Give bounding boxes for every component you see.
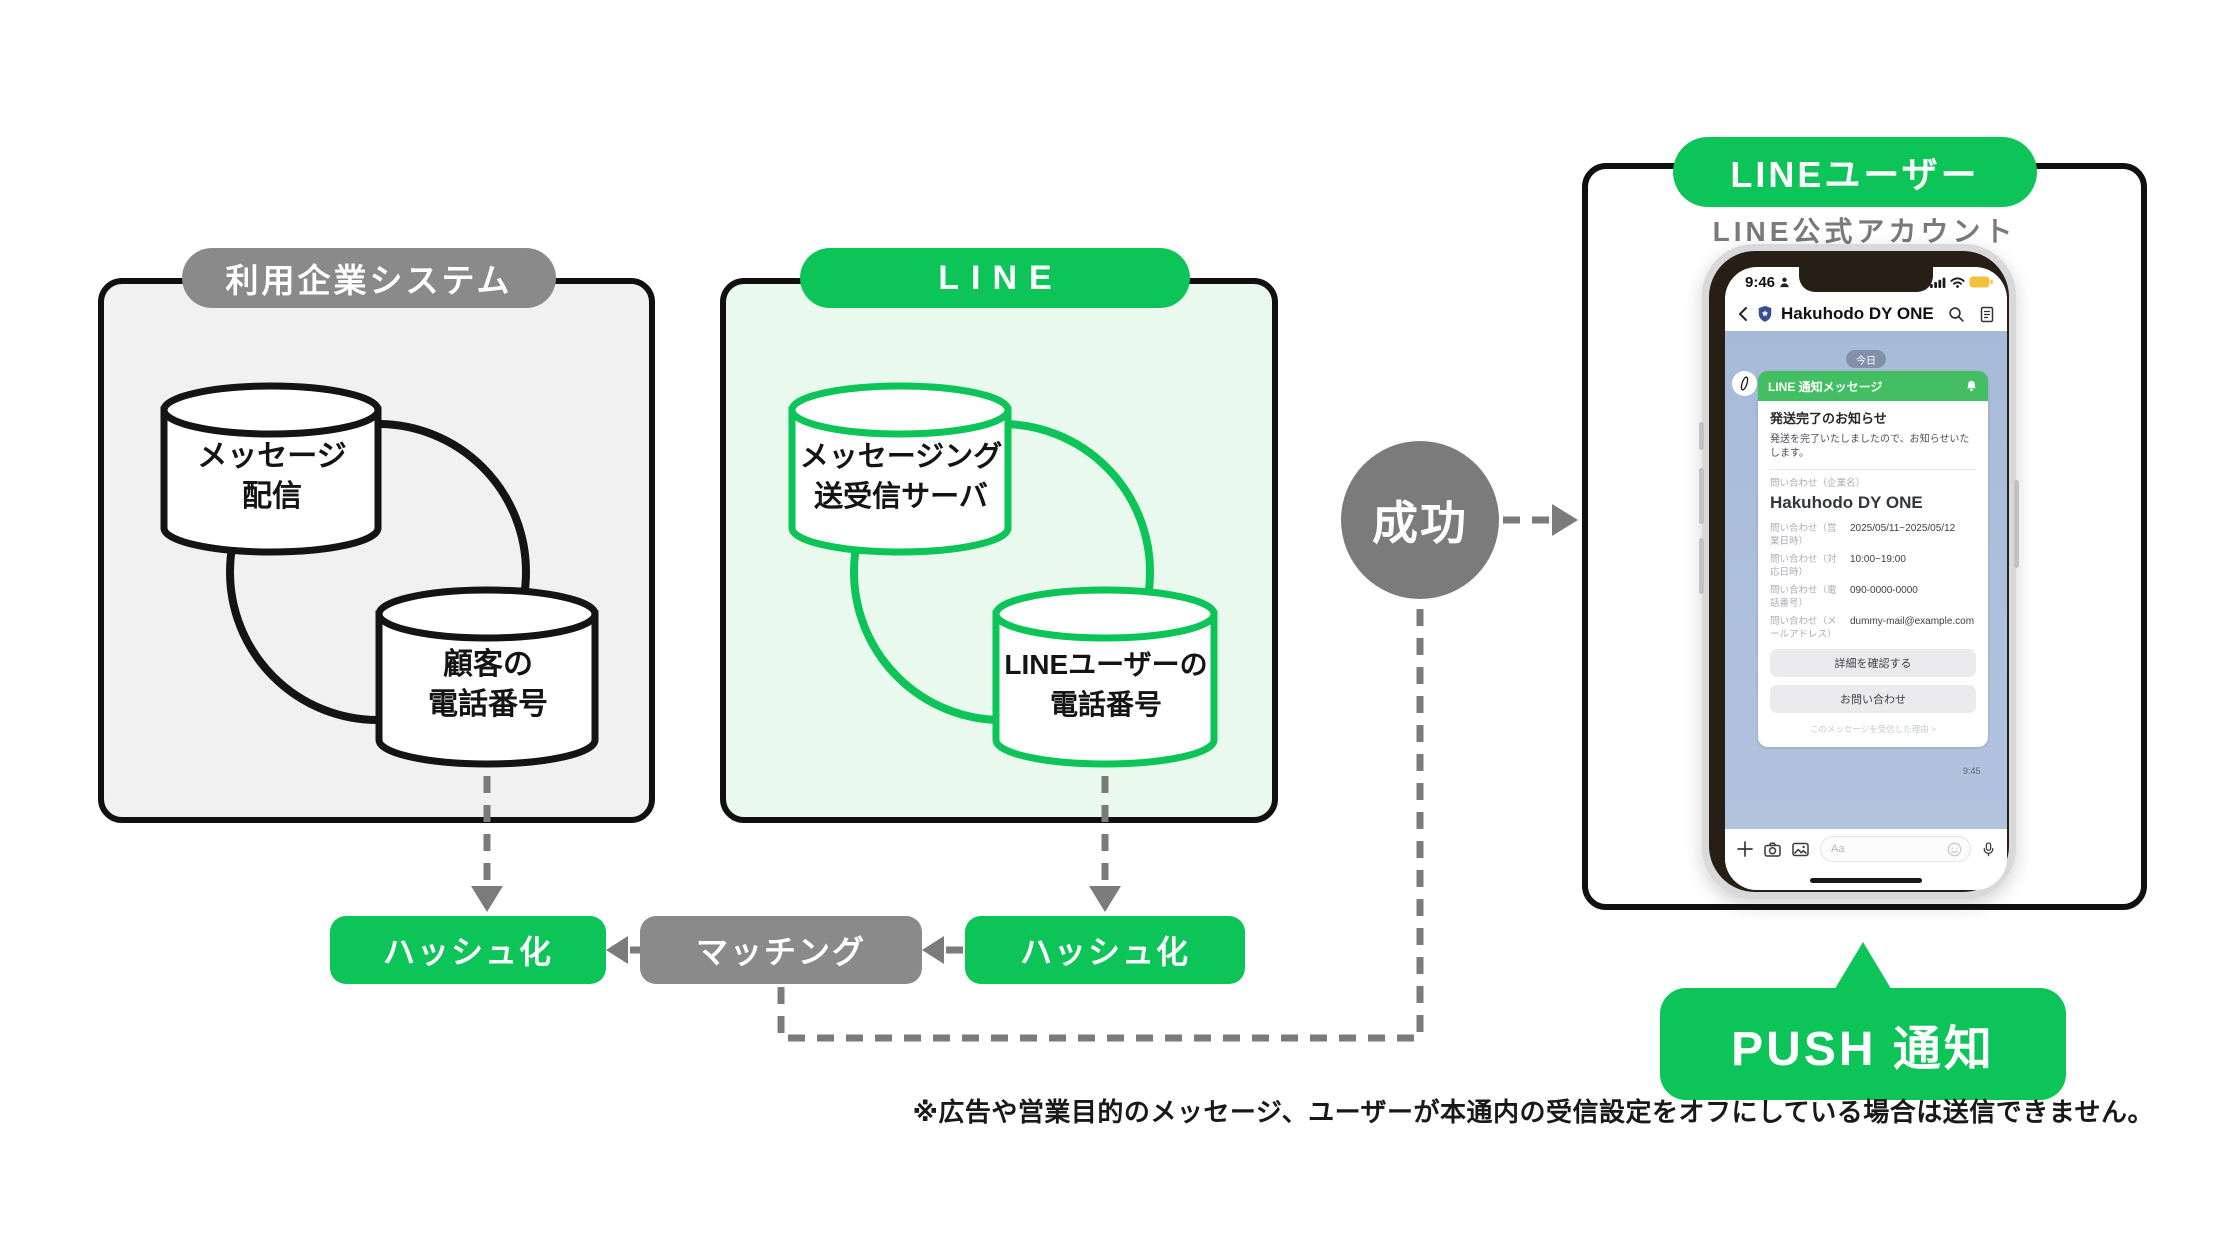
chat-input-bar: Aa	[1725, 829, 2007, 869]
hash-node-left: ハッシュ化	[330, 916, 606, 984]
chat-account-name: Hakuhodo DY ONE	[1781, 304, 1934, 323]
message-body-text: 発送を完了いたしましたので、お知らせいたします。	[1770, 434, 1970, 459]
row-label: 問い合わせ（営業日時）	[1770, 523, 1837, 547]
confirm-details-button[interactable]: 詳細を確認する	[1770, 649, 1976, 677]
row-value: dummy-mail@example.com	[1850, 616, 1975, 627]
person-icon	[1779, 277, 1790, 288]
message-card-header: LINE 通知メッセージ	[1758, 371, 1988, 401]
hash-node-right: ハッシュ化	[965, 916, 1245, 984]
cyl3-line2: 送受信サーバ	[814, 481, 988, 513]
row-value: 090-0000-0000	[1850, 585, 1918, 596]
cellular-signal-icon	[1930, 277, 1946, 288]
inquiry-detail-rows: 問い合わせ（営業日時） 2025/05/11~2025/05/12 問い合わせ（…	[1770, 522, 1976, 641]
verified-badge-icon	[1756, 305, 1774, 323]
matching-node: マッチング	[640, 916, 922, 984]
phone-power-button	[2014, 480, 2019, 568]
row-label: 問い合わせ（対応日時）	[1770, 554, 1837, 578]
cylinder-label-customer-phone: 顧客の 電話番号	[381, 645, 595, 725]
cyl1-line2: 配信	[242, 480, 302, 513]
phone-volume-down-button	[1699, 538, 1704, 594]
phone-mute-switch	[1699, 422, 1704, 450]
row-value: 2025/05/11~2025/05/12	[1850, 523, 1956, 534]
official-account-subtitle: LINE公式アカウント	[1712, 216, 2017, 247]
back-icon[interactable]	[1737, 306, 1749, 322]
phone-screen: 9:46	[1725, 267, 2007, 890]
why-received-link[interactable]: このメッセージを受信した理由 >	[1809, 724, 1937, 734]
line-pill: LINE	[800, 248, 1190, 308]
camera-icon[interactable]	[1764, 842, 1781, 857]
clock-text: 9:46	[1745, 274, 1776, 291]
company-system-box	[98, 278, 655, 823]
cylinder-label-messaging-server: メッセージング 送受信サーバ	[794, 437, 1008, 517]
line-system-box	[720, 278, 1278, 823]
push-bubble-pointer	[1833, 942, 1893, 992]
notification-message-card: LINE 通知メッセージ 発送完了のお知らせ 発送を完了いたしましたので、お知ら…	[1758, 371, 1988, 747]
line-user-pill: LINEユーザー	[1673, 137, 2037, 207]
push-notification-label: PUSH 通知	[1660, 988, 2066, 1100]
emoji-icon[interactable]	[1947, 842, 1962, 857]
status-time: 9:46	[1745, 274, 1790, 291]
date-separator: 今日	[1846, 350, 1886, 368]
cyl1-line1: メッセージ	[197, 440, 347, 473]
account-avatar	[1732, 371, 1757, 396]
disclaimer-footnote: ※広告や営業目的のメッセージ、ユーザーが本通内の受信設定をオフにしている場合は送…	[912, 1097, 2154, 1127]
cyl4-line2: 電話番号	[1049, 689, 1162, 720]
wifi-icon	[1950, 277, 1965, 288]
phone-mockup: 9:46	[1699, 244, 2019, 899]
cylinder-label-message-delivery: メッセージ 配信	[166, 437, 378, 517]
cyl3-line1: メッセージング	[799, 441, 1003, 473]
success-node: 成功	[1341, 441, 1499, 599]
company-label: 問い合わせ（企業名）	[1770, 478, 1866, 489]
company-system-pill: 利用企業システム	[182, 248, 556, 308]
cyl2-line1: 顧客の	[443, 648, 533, 681]
notes-icon[interactable]	[1979, 306, 1995, 323]
message-card-title: LINE 通知メッセージ	[1768, 379, 1883, 394]
row-value: 10:00~19:00	[1850, 554, 1906, 565]
bell-icon	[1965, 379, 1978, 393]
contact-button[interactable]: お問い合わせ	[1770, 685, 1976, 713]
avatar-glyph-icon	[1740, 376, 1749, 391]
message-timestamp: 9:45	[1963, 766, 1981, 776]
cyl4-line1: LINEユーザーの	[1004, 649, 1208, 680]
message-card-body: 発送完了のお知らせ 発送を完了いたしましたので、お知らせいたします。 問い合わせ…	[1758, 401, 1988, 747]
chat-header: Hakuhodo DY ONE	[1725, 297, 2007, 331]
plus-icon[interactable]	[1737, 841, 1753, 857]
phone-volume-up-button	[1699, 468, 1704, 524]
battery-icon	[1969, 276, 1993, 288]
message-input[interactable]: Aa	[1820, 836, 1971, 862]
row-label: 問い合わせ（電話番号）	[1770, 585, 1837, 609]
message-heading: 発送完了のお知らせ	[1770, 411, 1887, 426]
cyl2-line2: 電話番号	[428, 688, 548, 721]
divider	[1770, 469, 1976, 470]
phone-bezel: 9:46	[1709, 251, 2009, 892]
status-icons	[1930, 276, 1993, 288]
phone-notch	[1799, 267, 1933, 292]
home-indicator[interactable]	[1810, 878, 1922, 883]
status-bar: 9:46	[1725, 267, 2007, 297]
image-icon[interactable]	[1792, 842, 1809, 857]
company-name: Hakuhodo DY ONE	[1770, 493, 1923, 512]
row-label: 問い合わせ（メールアドレス）	[1770, 616, 1837, 640]
mic-icon[interactable]	[1982, 841, 1995, 858]
chat-area: 今日 LINE 通知メッセージ 発送完了のお知らせ	[1725, 331, 2007, 829]
search-icon[interactable]	[1948, 306, 1965, 323]
cylinder-label-line-user-phone: LINEユーザーの 電話番号	[998, 645, 1214, 725]
input-placeholder: Aa	[1831, 843, 1845, 855]
